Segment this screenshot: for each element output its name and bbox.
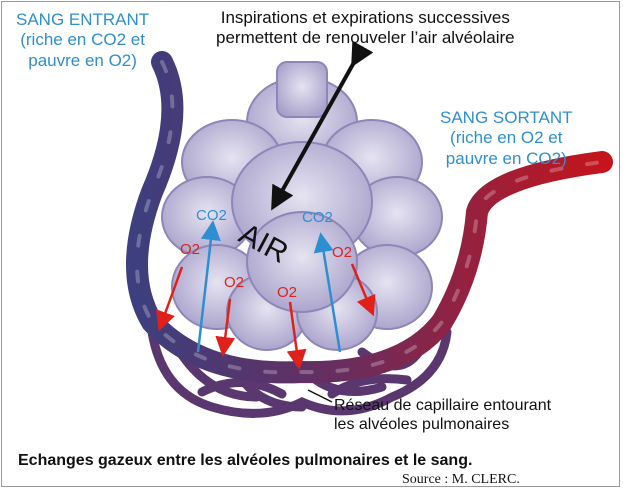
o2-label: O2 xyxy=(332,244,352,261)
sang-sortant-label: SANG SORTANT (riche en O2 et pauvre en C… xyxy=(440,108,573,169)
sang-entrant-line: (riche en CO2 et xyxy=(16,30,149,50)
sang-sortant-title: SANG SORTANT xyxy=(440,108,573,128)
inspirations-line: Inspirations et expirations successives xyxy=(216,8,515,28)
reseau-line: les alvéoles pulmonaires xyxy=(334,415,551,434)
caption: Echanges gazeux entre les alvéoles pulmo… xyxy=(18,451,472,470)
o2-label: O2 xyxy=(180,241,200,258)
reseau-label: Réseau de capillaire entourant les alvéo… xyxy=(334,396,551,434)
o2-label: O2 xyxy=(224,274,244,291)
sang-entrant-title: SANG ENTRANT xyxy=(16,10,149,30)
co2-label-right: CO2 xyxy=(302,209,333,226)
inspirations-line: permettent de renouveler l’air alvéolair… xyxy=(216,28,515,48)
sang-entrant-label: SANG ENTRANT (riche en CO2 et pauvre en … xyxy=(16,10,149,71)
sang-sortant-line: (riche en O2 et xyxy=(440,128,573,148)
sang-entrant-line: pauvre en O2) xyxy=(16,51,149,71)
o2-label: O2 xyxy=(277,284,297,301)
co2-label-left: CO2 xyxy=(196,207,227,224)
sang-sortant-line: pauvre en CO2) xyxy=(440,149,573,169)
inspirations-label: Inspirations et expirations successives … xyxy=(216,8,515,49)
source-credit: Source : M. CLERC. xyxy=(402,472,520,487)
reseau-line: Réseau de capillaire entourant xyxy=(334,396,551,415)
